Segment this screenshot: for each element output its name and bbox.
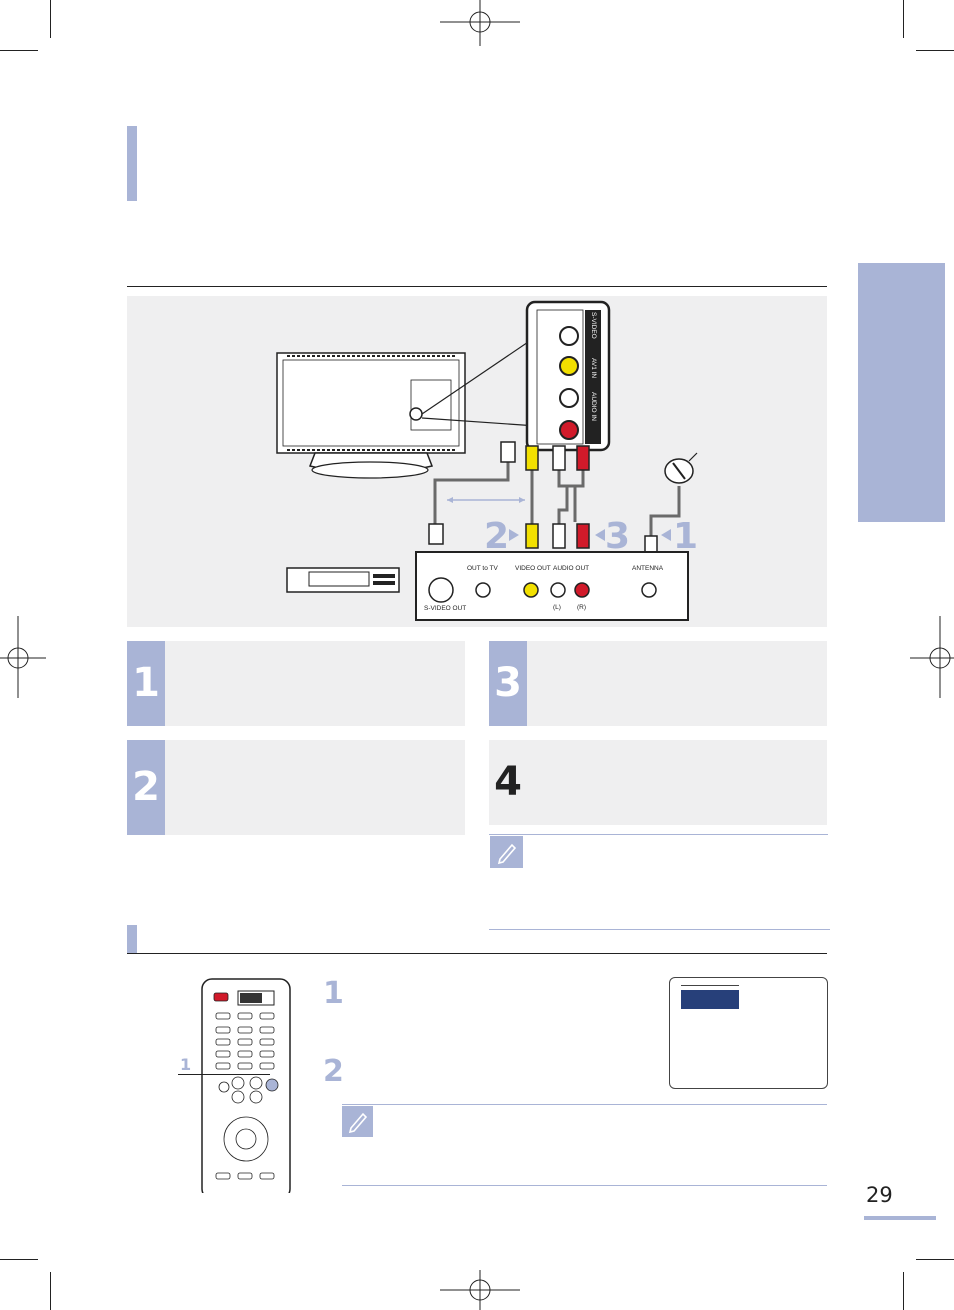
step-box-3: 3 [489,641,827,726]
antenna-dish-icon [664,452,698,484]
remote-step-2: 2 [323,1054,344,1089]
note-rule [342,1104,827,1105]
label-svideo-in: S-VIDEO [590,312,597,339]
crop-mark [0,1259,38,1260]
section-divider [127,953,827,954]
label-video-out: VIDEO OUT [515,565,551,572]
tv-jack-panel [525,300,611,452]
label-audio-out: AUDIO OUT [553,565,590,572]
step-number: 2 [127,740,165,835]
crop-mark [916,50,954,51]
crop-mark [903,1272,904,1310]
step-box-1: 1 [127,641,465,726]
chapter-side-tab [858,263,945,522]
osd-screen [669,977,828,1089]
crop-mark [50,1272,51,1310]
callout-2-arrow-icon [509,529,519,541]
remote-control-illustration [200,977,292,1200]
label-svideo-out: S-VIDEO OUT [424,605,467,612]
crop-mark [916,1259,954,1260]
step-box-2: 2 [127,740,465,835]
step-number: 4 [489,740,527,825]
label-audio-in: AUDIO IN [590,392,597,421]
vcr-rear-panel [415,551,689,621]
callout-1-arrow-icon [661,529,671,541]
callout-1: 1 [673,516,699,557]
step-number: 3 [489,641,527,726]
page-number-underline [864,1216,936,1220]
callout-leader-line [178,1074,270,1075]
osd-top-rule [681,985,739,986]
cables [433,460,681,536]
step-box-4: 4 [489,740,827,825]
remote-step-1: 1 [323,976,344,1011]
remote-callout-1: 1 [180,1055,192,1074]
callout-3: 3 [605,516,631,557]
page-number: 29 [866,1183,893,1207]
label-left: (L) [553,604,561,611]
section-divider [127,286,827,287]
label-right: (R) [577,604,587,611]
note-pencil-icon [342,1106,373,1137]
connection-diagram-art [276,300,698,621]
vcr-illustration [286,567,400,593]
registration-mark-icon [0,616,46,698]
registration-mark-icon [440,0,520,46]
note-rule [489,834,828,835]
note-rule [489,929,830,930]
note-rule [342,1185,827,1186]
tv-rear-illustration [276,335,538,479]
osd-highlight-bar [681,990,739,1009]
callout-3-arrow-icon [595,529,605,541]
registration-mark-icon [440,1270,520,1310]
step-number: 1 [127,641,165,726]
registration-mark-icon [910,616,954,698]
title-accent-bar [127,126,137,201]
label-out-to-tv: OUT to TV [467,565,498,572]
connection-diagram: OUT to TV VIDEO OUT AUDIO OUT ANTENNA S-… [127,296,827,627]
label-antenna: ANTENNA [632,565,664,572]
subsection-accent-bar [127,925,137,953]
callout-2: 2 [484,516,510,557]
crop-mark [903,0,904,38]
note-pencil-icon [490,836,523,868]
crop-mark [50,0,51,38]
label-av-in: AV1 IN [590,358,597,379]
crop-mark [0,50,38,51]
